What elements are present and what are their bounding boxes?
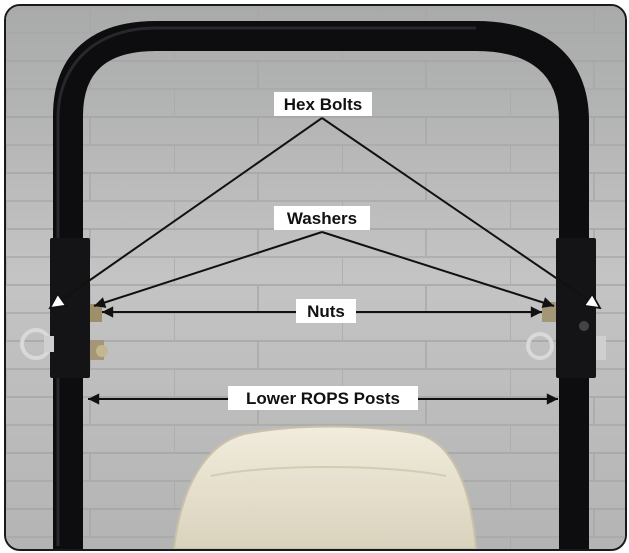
hex-bolts-label-bg bbox=[274, 92, 372, 116]
seat-stitch bbox=[210, 466, 447, 477]
right-lower-post bbox=[556, 238, 596, 378]
nuts-label: Nuts bbox=[307, 302, 345, 321]
hex-bolts-label: Hex Bolts bbox=[284, 95, 362, 114]
rops-frame-highlight bbox=[56, 26, 476, 546]
washers-leaders bbox=[93, 231, 555, 308]
nuts-label-bg bbox=[296, 299, 356, 323]
washers-label-bg bbox=[274, 206, 370, 230]
washers-label: Washers bbox=[287, 209, 357, 228]
lower-rops-posts-label: Lower ROPS Posts bbox=[246, 389, 400, 408]
lower-rops-posts-label-bg bbox=[228, 386, 418, 410]
seat-back bbox=[172, 425, 478, 549]
rops-photo: Hex Bolts Washers Nuts Lower ROPS Posts bbox=[6, 6, 625, 549]
photo-frame: Hex Bolts Washers Nuts Lower ROPS Posts bbox=[4, 4, 627, 551]
left-hardware bbox=[20, 304, 108, 360]
left-lower-post bbox=[50, 238, 90, 378]
hex-bolts-leaders bbox=[50, 117, 600, 308]
rops-frame bbox=[53, 21, 589, 549]
